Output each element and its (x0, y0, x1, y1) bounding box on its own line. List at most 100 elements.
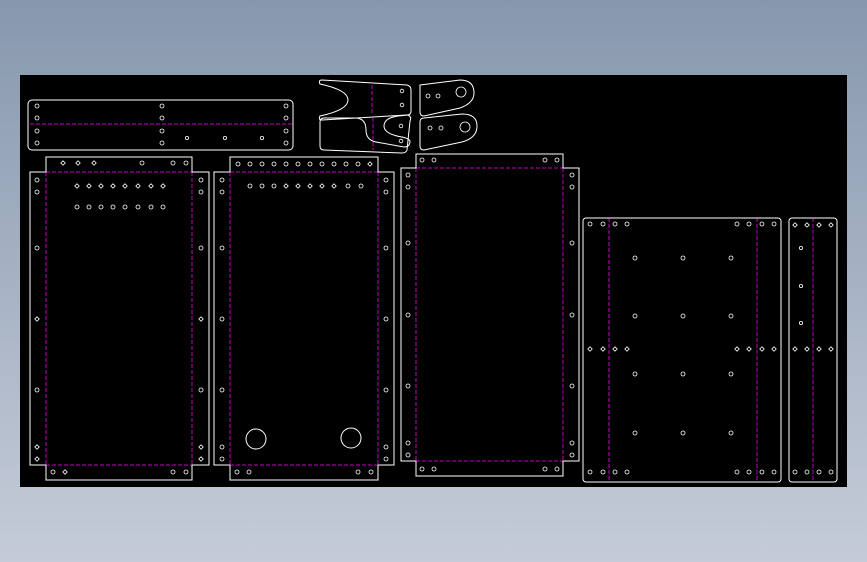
hole-marker (771, 346, 777, 352)
hole-marker (60, 160, 66, 166)
hole-marker (34, 128, 40, 134)
hole-marker (680, 255, 686, 261)
hole-marker (91, 160, 97, 166)
hole-marker (632, 313, 638, 319)
hole-marker (383, 245, 389, 251)
hole-marker (427, 125, 433, 131)
hole-marker (728, 371, 734, 377)
hole-marker (355, 469, 361, 475)
hole-marker (74, 204, 80, 210)
hole-marker (759, 346, 765, 352)
hole-marker (283, 140, 289, 146)
hole-marker (198, 444, 204, 450)
hole-marker (34, 444, 40, 450)
base-plate (582, 217, 782, 483)
hole-marker (86, 183, 92, 189)
hole-marker (110, 204, 116, 210)
hole-marker (569, 452, 575, 458)
hole-marker (792, 469, 798, 475)
hole-marker (368, 469, 374, 475)
cad-viewport[interactable] (20, 75, 847, 487)
hole-marker (74, 183, 80, 189)
hole-marker (122, 204, 128, 210)
hole-marker (383, 316, 389, 322)
hole-marker (459, 121, 471, 133)
hole-marker (405, 184, 411, 190)
rear-panel-with-ports (213, 156, 395, 481)
hole-marker (435, 93, 441, 99)
hole-marker (398, 138, 404, 144)
hole-marker (34, 189, 40, 195)
hole-marker (569, 172, 575, 178)
hole-marker (728, 313, 734, 319)
hole-marker (405, 172, 411, 178)
hole-marker (383, 177, 389, 183)
fold-lines (30, 85, 814, 482)
hole-marker (632, 255, 638, 261)
hole-marker (295, 161, 301, 167)
hole-marker (438, 125, 444, 131)
hole-marker (34, 387, 40, 393)
hole-marker (799, 283, 804, 288)
sheet-metal-flat-patterns (27, 79, 838, 483)
hole-marker (587, 469, 593, 475)
hole-marker (405, 440, 411, 446)
hole-marker (816, 346, 822, 352)
hole-marker (259, 135, 264, 140)
hole-marker (569, 383, 575, 389)
hole-marker (34, 245, 40, 251)
hole-marker (148, 183, 154, 189)
hole-marker (283, 103, 289, 109)
port-hole-right (340, 427, 362, 449)
hole-marker (554, 157, 560, 163)
hole-marker (98, 183, 104, 189)
hole-marker (234, 469, 240, 475)
hole-marker (680, 430, 686, 436)
mounting-holes (34, 86, 834, 475)
hole-marker (283, 115, 289, 121)
hole-marker (159, 103, 165, 109)
hole-marker (34, 115, 40, 121)
hole-marker (98, 204, 104, 210)
hole-marker (319, 161, 325, 167)
hole-marker (160, 183, 166, 189)
hole-marker (110, 183, 116, 189)
hole-marker (398, 123, 404, 129)
hole-marker (542, 466, 548, 472)
hole-marker (122, 183, 128, 189)
hole-marker (816, 469, 822, 475)
hole-marker (405, 240, 411, 246)
bracket-fork-bottom (319, 114, 412, 154)
hole-marker (62, 469, 68, 475)
hole-marker (734, 469, 740, 475)
hole-marker (235, 161, 241, 167)
hole-marker (632, 430, 638, 436)
hole-marker (271, 161, 277, 167)
hole-marker (680, 371, 686, 377)
hole-marker (383, 387, 389, 393)
hole-marker (184, 135, 189, 140)
hole-marker (345, 183, 351, 189)
hole-marker (746, 346, 752, 352)
hole-marker (734, 346, 740, 352)
hole-marker (34, 456, 40, 462)
hole-marker (828, 222, 834, 228)
hole-marker (148, 204, 154, 210)
hole-marker (624, 346, 630, 352)
hole-marker (569, 312, 575, 318)
hole-marker (219, 245, 225, 251)
hole-marker (34, 177, 40, 183)
hole-marker (159, 128, 165, 134)
hole-marker (307, 161, 313, 167)
hole-marker (405, 383, 411, 389)
hole-marker (355, 161, 361, 167)
hole-marker (792, 346, 798, 352)
hole-marker (587, 221, 593, 227)
hole-marker (816, 222, 822, 228)
bracket-fork-top (318, 79, 412, 121)
hole-marker (307, 183, 313, 189)
hole-marker (198, 189, 204, 195)
hole-marker (198, 177, 204, 183)
hole-marker (799, 245, 804, 250)
hole-marker (728, 430, 734, 436)
